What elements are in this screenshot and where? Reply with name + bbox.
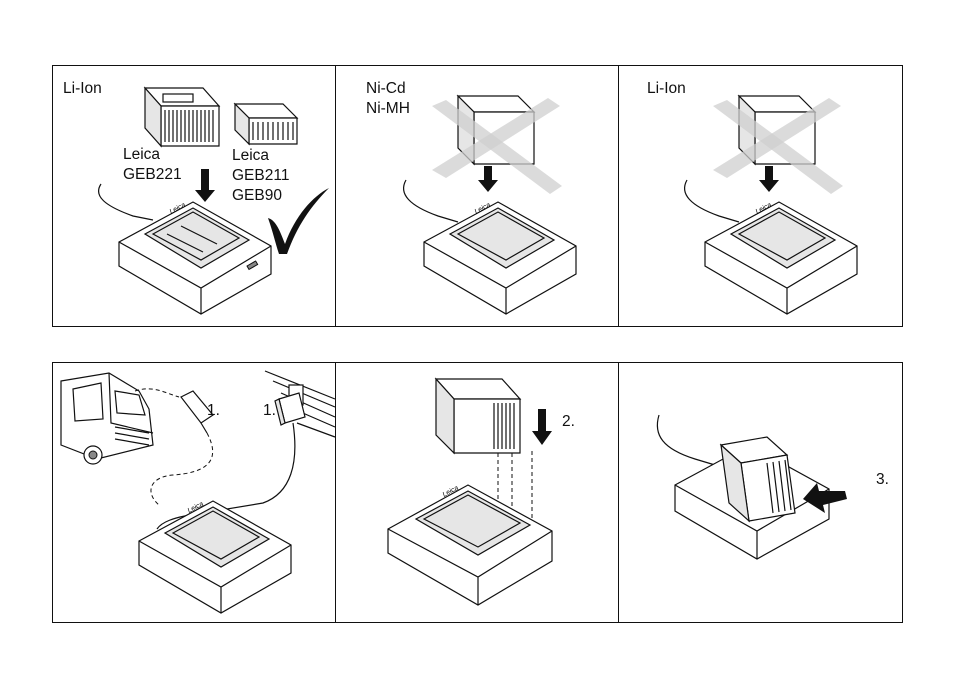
- step-label: 2.: [562, 413, 575, 430]
- crossed-out-battery-illustration: Leica: [403, 94, 577, 315]
- charger-with-li-ion-batteries-illustration: Leica: [98, 86, 329, 315]
- battery-insertion-illustration: Leica: [387, 377, 553, 606]
- insert-arrow-icon: [803, 483, 847, 513]
- battery-model-label-a: Leica GEB221: [123, 146, 182, 183]
- down-arrow-icon: [195, 169, 215, 202]
- down-arrow-icon: [532, 409, 552, 445]
- bottom-panel-row: Leica 1. 1. Leica 2.: [52, 362, 903, 623]
- cross-out-icon: [713, 98, 843, 194]
- panel-incompatible-nicd-nimh: Leica Ni-Cd Ni-MH: [335, 66, 619, 326]
- charger-icon: Leica: [98, 183, 272, 315]
- top-panel-row: Leica Li-Ion Leica GEB221 Leica GEB211 G…: [52, 65, 903, 327]
- panel-power-connection: Leica 1. 1.: [53, 363, 336, 622]
- charger-icon: Leica: [138, 500, 292, 614]
- panel-insert-battery: Leica 2.: [335, 363, 619, 622]
- battery-charging-illustration: [656, 414, 847, 560]
- battery-li-ion-icon: [143, 86, 221, 148]
- check-mark-icon: [268, 188, 329, 254]
- step-label: 3.: [876, 471, 889, 488]
- down-arrow-icon: [478, 166, 498, 192]
- vehicle-icon: [60, 372, 154, 465]
- step-label-wall: 1.: [263, 402, 276, 419]
- battery-model-label-b: Leica GEB211 GEB90: [232, 147, 290, 204]
- panel-incompatible-li-ion: Leica Li-Ion: [617, 66, 902, 326]
- car-plug-icon: [180, 390, 214, 434]
- battery-type-label: Ni-Cd Ni-MH: [366, 80, 410, 117]
- wall-adapter-icon: [156, 370, 336, 530]
- battery-type-label: Li-Ion: [63, 80, 102, 97]
- battery-type-label: Li-Ion: [647, 80, 686, 97]
- charger-icon: Leica: [387, 484, 553, 606]
- crossed-out-battery-illustration: Leica: [684, 94, 858, 315]
- charger-icon: Leica: [403, 179, 577, 315]
- charger-icon: Leica: [684, 179, 858, 315]
- down-arrow-icon: [759, 166, 779, 192]
- power-source-illustration: Leica: [60, 370, 336, 614]
- panel-battery-inserted: 3.: [617, 363, 902, 622]
- step-label-car: 1.: [207, 402, 220, 419]
- panel-compatible-batteries: Leica Li-Ion Leica GEB221 Leica GEB211 G…: [53, 66, 335, 326]
- battery-li-ion-icon: [233, 102, 299, 146]
- battery-li-ion-icon: [434, 377, 522, 455]
- battery-li-ion-icon: [719, 436, 796, 523]
- cross-out-icon: [432, 98, 562, 194]
